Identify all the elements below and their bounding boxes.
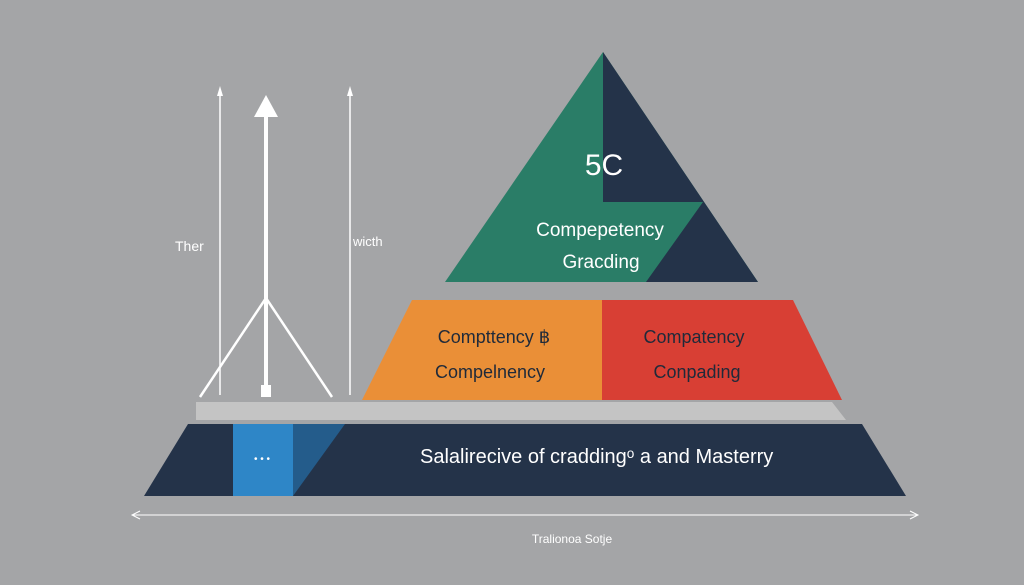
- arrow-tripod-icon: [198, 95, 334, 398]
- middle-right-line1: Compatency: [643, 327, 744, 347]
- top-tier-line1: Compepetency: [536, 220, 664, 241]
- top-tier-line2: Gracding: [562, 252, 639, 273]
- right-guide-label: wicth: [352, 234, 383, 249]
- top-tier-symbol: 5C: [585, 149, 623, 182]
- width-span-arrow: [130, 510, 920, 520]
- pyramid-middle-tier: Compttency ฿ Compelnency Compatency Conp…: [362, 300, 842, 400]
- bottom-caption: Tralionoa Sotje: [532, 532, 613, 546]
- pyramid-top-tier: 5C Compepetency Gracding: [445, 52, 758, 282]
- pyramid-base-tier: • • • Salalirecive of craddingᵒ a and Ma…: [144, 424, 906, 496]
- base-dots: • • •: [254, 454, 271, 465]
- base-tier-text: Salalirecive of craddingᵒ a and Masterry: [420, 446, 773, 468]
- middle-right-line2: Conpading: [653, 362, 740, 382]
- platform-bar: [196, 402, 846, 420]
- middle-left-line1: Compttency ฿: [438, 327, 551, 347]
- middle-left-line2: Compelnency: [435, 362, 545, 382]
- left-guide-label: Ther: [175, 238, 204, 254]
- height-guides: [217, 86, 353, 395]
